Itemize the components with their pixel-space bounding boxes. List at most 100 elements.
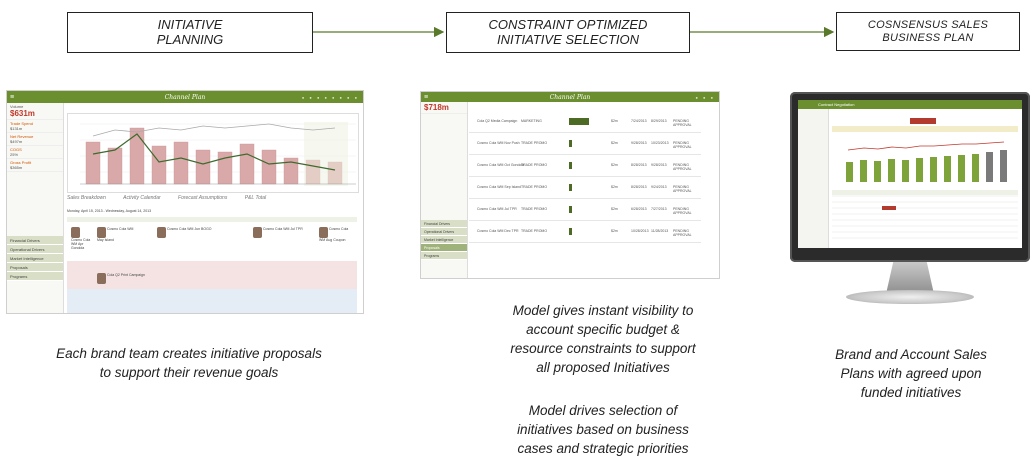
kpi-value: 25% [10, 152, 19, 157]
nav-market-intelligence[interactable]: Market Intelligence [421, 236, 467, 244]
kpi-value: $718m [424, 103, 449, 112]
calendar-lane-3 [67, 289, 357, 313]
row-start: 8/28/2013 [631, 185, 647, 189]
kpi-label: COGS [10, 147, 22, 152]
caption-line: initiatives based on business [517, 422, 689, 437]
kpi-gross-profit: Gross Profit $365m [7, 159, 63, 172]
nav-programs[interactable]: Programs [7, 272, 63, 281]
volume-combo-chart [67, 113, 359, 193]
caption-line: resource constraints to support [510, 341, 696, 356]
row-status: PENDING APPROVAL [673, 185, 692, 193]
initiative-selection-screenshot: ≡ Channel Plan ● ● ● $718m Financial Dri… [420, 91, 720, 279]
nav-proposals[interactable]: Proposals [421, 244, 467, 252]
card-title: Cosmo Cola WM Apr Gondola [71, 238, 91, 250]
kpi-trade-spend: Trade Spend $131m [7, 120, 63, 133]
kpi-sidebar: $718m Financial Drivers Operational Driv… [421, 102, 468, 278]
kpi-label: Gross Profit [10, 160, 32, 165]
avatar [319, 227, 328, 238]
row-end: 10/23/2013 [651, 141, 669, 145]
menu-icon: ≡ [9, 93, 15, 101]
business-plan-screen: Contract Negotiation [798, 100, 1022, 248]
nav-market-intelligence[interactable]: Market Intelligence [7, 254, 63, 263]
initiative-card[interactable]: Cola Q2 Print Campaign [97, 273, 217, 284]
row-name: Cola Q2 Media Campaign [477, 119, 518, 123]
table-row[interactable]: Cosmo Cola WM Nov Push TRADE PROMO $2m 9… [469, 134, 701, 155]
budget-bar [569, 118, 589, 125]
calendar-date-range: Monday, April 15, 2013 - Wednesday, Augu… [67, 209, 152, 213]
step-consensus-business-plan: COSNSENSUS SALES BUSINESS PLAN [836, 12, 1020, 51]
row-name: Cosmo Cola WM Oct Gondola [477, 163, 525, 167]
line-series-primary [92, 133, 336, 171]
monitor-bezel: Contract Negotiation [790, 92, 1030, 262]
avatar [157, 227, 166, 238]
row-start: 6/28/2013 [631, 207, 647, 211]
caption-initiative-planning: Each brand team creates initiative propo… [20, 344, 358, 382]
kpi-value: $497m [10, 139, 23, 144]
row-type: TRADE PROMO [521, 207, 548, 211]
initiative-card[interactable]: Cosmo Cola WM Apr Gondola [71, 227, 93, 250]
budget-bar [569, 184, 572, 191]
initiative-planning-screenshot: ≡ Channel Plan ● ● ● ● ● ● ● ● Volume $6… [6, 90, 364, 314]
row-type: TRADE PROMO [521, 229, 548, 233]
caption-selection-driver: Model drives selection of initiatives ba… [478, 401, 728, 458]
caption-line: to support their revenue goals [99, 365, 279, 380]
row-amount: $2m [611, 141, 618, 145]
toolbar-icons: ● ● ● [695, 94, 715, 100]
calendar-lane-1 [67, 225, 357, 261]
activity-calendar: Monday, April 15, 2013 - Wednesday, Augu… [67, 209, 357, 313]
row-start: 7/24/2013 [631, 119, 647, 123]
avatar [97, 273, 106, 284]
avatar [97, 227, 106, 238]
row-name: Cosmo Cola WM Nov Push [477, 141, 520, 145]
tab-sales-breakdown[interactable]: Sales Breakdown [67, 195, 106, 201]
nav-operational-drivers[interactable]: Operational Drivers [7, 245, 63, 254]
nav-financial-drivers[interactable]: Financial Drivers [421, 220, 467, 228]
budget-bar [569, 206, 572, 213]
sidebar-nav: Financial Drivers Operational Drivers Ma… [7, 236, 63, 281]
card-title: Cosmo Cola WM Jun BOGO [166, 227, 212, 231]
row-status: PENDING APPROVAL [673, 163, 692, 171]
caption-line: account specific budget & [526, 322, 680, 337]
step-constraint-optimized-selection: CONSTRAINT OPTIMIZED INITIATIVE SELECTIO… [446, 12, 690, 53]
step1-line2: PLANNING [156, 31, 224, 47]
nav-financial-drivers[interactable]: Financial Drivers [7, 236, 63, 245]
budget-bar [569, 228, 572, 235]
nav-programs[interactable]: Programs [421, 252, 467, 260]
tab-forecast-assumptions[interactable]: Forecast Assumptions [178, 195, 228, 201]
row-start: 10/28/2013 [631, 229, 649, 233]
initiative-card[interactable]: Cosmo Cola WM Jun BOGO [157, 227, 213, 238]
calendar-lane-2 [67, 261, 357, 289]
step-initiative-planning: INITIATIVE PLANNING [67, 12, 313, 53]
budget-bar [569, 140, 572, 147]
table-row[interactable]: Cosmo Cola WM Jul TPR TRADE PROMO $2m 6/… [469, 200, 701, 221]
tab-pl-total[interactable]: P&L Total [244, 195, 267, 201]
table-row[interactable]: Cosmo Cola WM Dec TPR TRADE PROMO $2m 10… [469, 222, 701, 243]
table-row[interactable]: Cosmo Cola WM Sep Island TRADE PROMO $2m… [469, 178, 701, 199]
app-header: ≡ Channel Plan ● ● ● [421, 92, 719, 102]
kpi-label: Volume [10, 104, 24, 109]
plan-bar-chart [832, 141, 1018, 239]
initiative-card[interactable]: Cosmo Cola WM Aug Coupon [319, 227, 355, 242]
screen-header: Contract Negotiation [798, 100, 1022, 109]
app-title: Channel Plan [164, 93, 206, 101]
nav-proposals[interactable]: Proposals [7, 263, 63, 272]
row-end: 8/29/2013 [651, 119, 667, 123]
app-title: Channel Plan [549, 93, 591, 101]
initiative-card[interactable]: Cosmo Cola WM May Island [97, 227, 141, 242]
proposals-table: Cola Q2 Media Campaign MARKETING $2m 7/2… [469, 112, 701, 278]
screen-sidebar [798, 109, 829, 248]
table-row[interactable]: Cola Q2 Media Campaign MARKETING $2m 7/2… [469, 112, 701, 133]
nav-operational-drivers[interactable]: Operational Drivers [421, 228, 467, 236]
kpi-value: $365m [10, 165, 23, 170]
initiative-card[interactable]: Cosmo Cola WM Jul TPR [253, 227, 307, 238]
row-amount: $2m [611, 185, 618, 189]
row-type: TRADE PROMO [521, 141, 548, 145]
kpi-value: $131m [10, 126, 23, 131]
table-row[interactable]: Cosmo Cola WM Oct Gondola TRADE PROMO $2… [469, 156, 701, 177]
row-type: MARKETING [521, 119, 542, 123]
kpi-value: $631m [10, 109, 35, 118]
row-status: PENDING APPROVAL [673, 119, 692, 127]
monitor-base [846, 290, 974, 304]
tab-activity-calendar[interactable]: Activity Calendar [123, 195, 161, 201]
